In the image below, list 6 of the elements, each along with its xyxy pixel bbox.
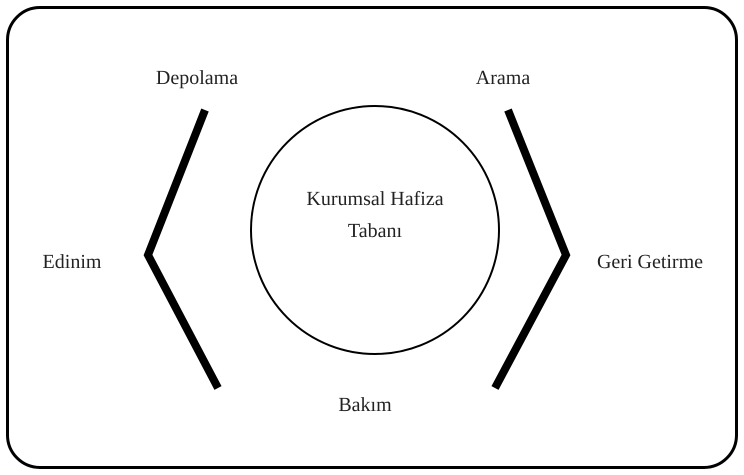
stage-label: Arama [476,66,530,91]
node-text: Kurumsal Hafiza Tabanı [305,187,445,244]
stage-label: Geri Getirme [596,250,704,275]
stage-label: Bakım [338,393,392,418]
stage-label: Edinim [42,250,102,275]
stage-label: Depolama [156,66,238,91]
